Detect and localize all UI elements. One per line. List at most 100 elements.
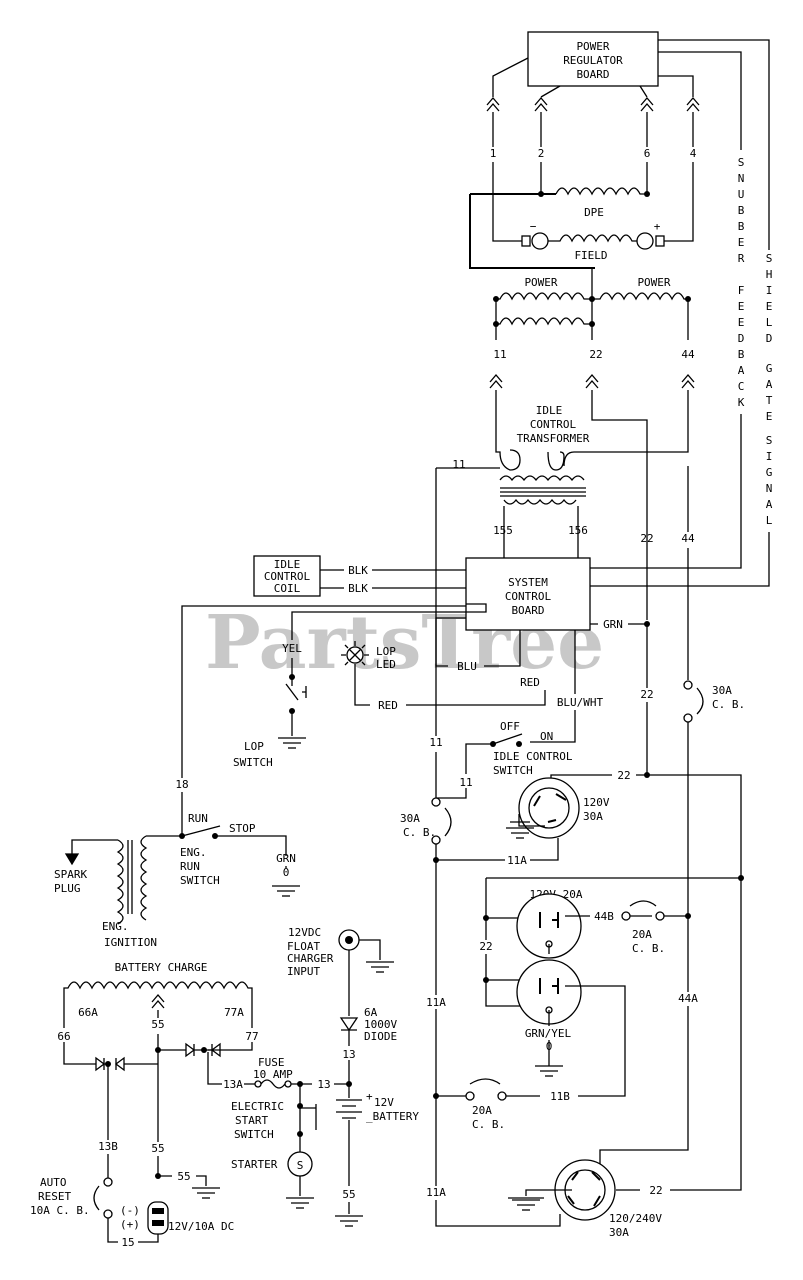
svg-text:K: K [738,396,745,409]
svg-text:−: − [530,220,537,233]
svg-text:S: S [766,252,773,265]
receptacle-120v-20a: 120V 20A GRN/YEL [516,888,583,1040]
svg-text:30A: 30A [583,810,603,823]
wire-22-mid: 22 [640,532,653,545]
ground-label-duplex: 0 [546,1040,553,1053]
svg-text:E: E [738,316,745,329]
svg-text:10 AMP: 10 AMP [253,1068,293,1081]
svg-text:C: C [738,380,745,393]
svg-text:BOARD: BOARD [511,604,544,617]
dc-outlet-12v-10a: (-) (+) 12V/10A DC [120,1201,234,1235]
svg-text:SWITCH: SWITCH [180,874,220,887]
wire-22-bottom: 22 [649,1184,662,1197]
wire-color-red-2: RED [520,676,540,689]
svg-text:SWITCH: SWITCH [493,764,533,777]
svg-text:RESET: RESET [38,1190,71,1203]
svg-text:ELECTRIC: ELECTRIC [231,1100,284,1113]
svg-text:S: S [297,1159,304,1172]
svg-text:E: E [766,410,773,423]
regulator-pin-2: 2 [538,147,545,160]
svg-text:CONTROL: CONTROL [264,570,311,583]
battery-charge-winding: BATTERY CHARGE 66A 77A [63,961,253,1019]
svg-text:DIODE: DIODE [364,1030,397,1043]
svg-text:IGNITION: IGNITION [104,936,157,949]
svg-text:A: A [766,498,773,511]
svg-text:TRANSFORMER: TRANSFORMER [517,432,590,445]
svg-text:I: I [766,284,773,297]
svg-text:20A: 20A [472,1104,492,1117]
svg-text:U: U [738,188,745,201]
svg-text:IDLE: IDLE [274,558,301,571]
svg-text:F: F [738,284,745,297]
svg-text:12V: 12V [374,1096,394,1109]
svg-text:T: T [766,394,773,407]
svg-text:POWER: POWER [524,276,557,289]
svg-text:CHARGER: CHARGER [287,952,334,965]
svg-text:I: I [766,450,773,463]
svg-text:+: + [366,1090,373,1103]
idle-control-coil: IDLE CONTROL COIL [253,555,321,597]
wire-11-switch: 11 [459,776,472,789]
charge-rectifier-diodes [84,1042,221,1072]
svg-text:B: B [738,204,745,217]
svg-text:AUTO: AUTO [40,1176,67,1189]
system-control-board: SYSTEM CONTROL BOARD [465,557,591,631]
svg-text:(-): (-) [120,1204,140,1217]
svg-text:C. B.: C. B. [472,1118,505,1131]
wire-11-top: 11 [452,458,465,471]
svg-text:BOARD: BOARD [576,68,609,81]
wire-color-red-1: RED [378,699,398,712]
circuit-breaker-20a-bottom: 20A C. B. [465,1078,507,1131]
svg-text:DPE: DPE [584,206,604,219]
regulator-pin-4: 4 [690,147,697,160]
svg-text:INPUT: INPUT [287,965,320,978]
svg-text:POWER: POWER [576,40,609,53]
svg-text:RUN: RUN [180,860,200,873]
shield-gate-signal-label: S H I E L D G A T E S I G N A L [766,252,773,527]
wire-22-left: 22 [479,940,492,953]
svg-text:LOP: LOP [244,740,264,753]
svg-text:S: S [766,434,773,447]
svg-text:C. B.: C. B. [712,698,745,711]
svg-text:A: A [738,364,745,377]
svg-text:STOP: STOP [229,822,256,835]
svg-text:S: S [738,156,745,169]
fuse-10-amp: FUSE 10 AMP [253,1056,293,1089]
svg-text:IDLE: IDLE [536,404,563,417]
circuit-breaker-20a-top: 20A C. B. [621,900,665,955]
wire-44b: 44B [594,910,614,923]
svg-text:G: G [766,466,773,479]
wire-11-power: 11 [493,348,506,361]
lop-led: LOP LED [341,641,396,671]
wire-15: 15 [121,1236,134,1249]
wire-44-mid: 44 [681,532,695,545]
wire-13a: 13A [223,1078,243,1091]
svg-text:ENG.: ENG. [180,846,207,859]
wire-color-blu-wht: BLU/WHT [557,696,604,709]
regulator-pin-6: 6 [644,147,651,160]
svg-text:G: G [766,362,773,375]
wire-11b: 11B [550,1090,570,1103]
wire-11a-2: 11A [426,996,446,1009]
wire-22-receptacle: 22 [617,769,630,782]
field-winding: − + FIELD [521,220,665,262]
svg-text:COIL: COIL [274,582,301,595]
receptacle-120v-30a: 120V 30A [518,777,610,839]
svg-text:30A: 30A [609,1226,629,1239]
starter-motor: S STARTER [231,1151,313,1177]
svg-text:C. B.: C. B. [632,942,665,955]
svg-text:CONTROL: CONTROL [530,418,577,431]
svg-text:IDLE CONTROL: IDLE CONTROL [493,750,573,763]
regulator-pin-1: 1 [490,147,497,160]
svg-text:B: B [738,220,745,233]
svg-text:B: B [738,348,745,361]
idle-control-transformer: IDLE CONTROL TRANSFORMER 155 156 [493,390,689,537]
svg-text:SWITCH: SWITCH [234,1128,274,1141]
svg-text:H: H [766,268,773,281]
svg-text:CONTROL: CONTROL [505,590,552,603]
wire-13-diode: 13 [342,1048,355,1061]
svg-text:10A C. B.: 10A C. B. [30,1204,90,1217]
svg-text:L: L [766,514,773,527]
svg-text:D: D [738,332,745,345]
svg-text:ENG.: ENG. [102,920,129,933]
